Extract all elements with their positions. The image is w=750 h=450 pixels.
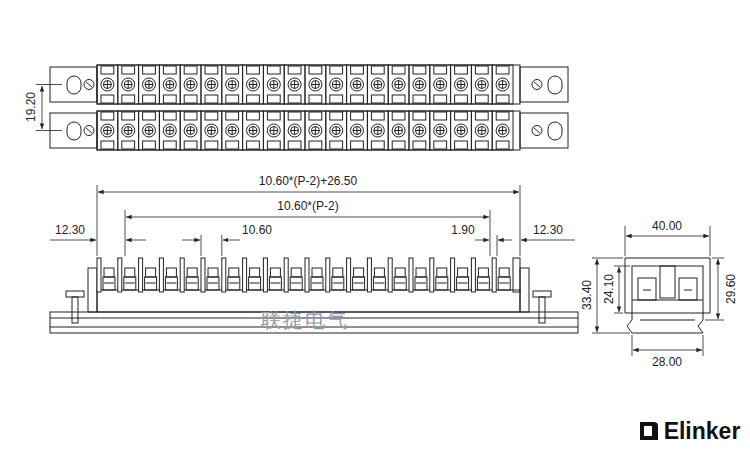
dimension-label: 33.40 xyxy=(581,279,593,311)
dimension-label: 10.60*(P-2) xyxy=(276,200,339,212)
dimension-label: 28.00 xyxy=(651,356,683,368)
dimension-label: 24.10 xyxy=(603,273,615,305)
dimension-label: 10.60 xyxy=(241,224,273,236)
dimension-label: 29.60 xyxy=(725,273,737,305)
watermark: 联捷电气 xyxy=(260,310,350,330)
dimension-label: 19.20 xyxy=(25,91,37,123)
dimension-label: 12.30 xyxy=(54,224,86,236)
dimension-label: 1.90 xyxy=(450,224,475,236)
dimension-label: 12.30 xyxy=(532,224,564,236)
dimension-label: 40.00 xyxy=(651,220,683,232)
dimension-label: 10.60*(P-2)+26.50 xyxy=(258,175,358,187)
brand-logo: Elinker xyxy=(663,420,742,443)
